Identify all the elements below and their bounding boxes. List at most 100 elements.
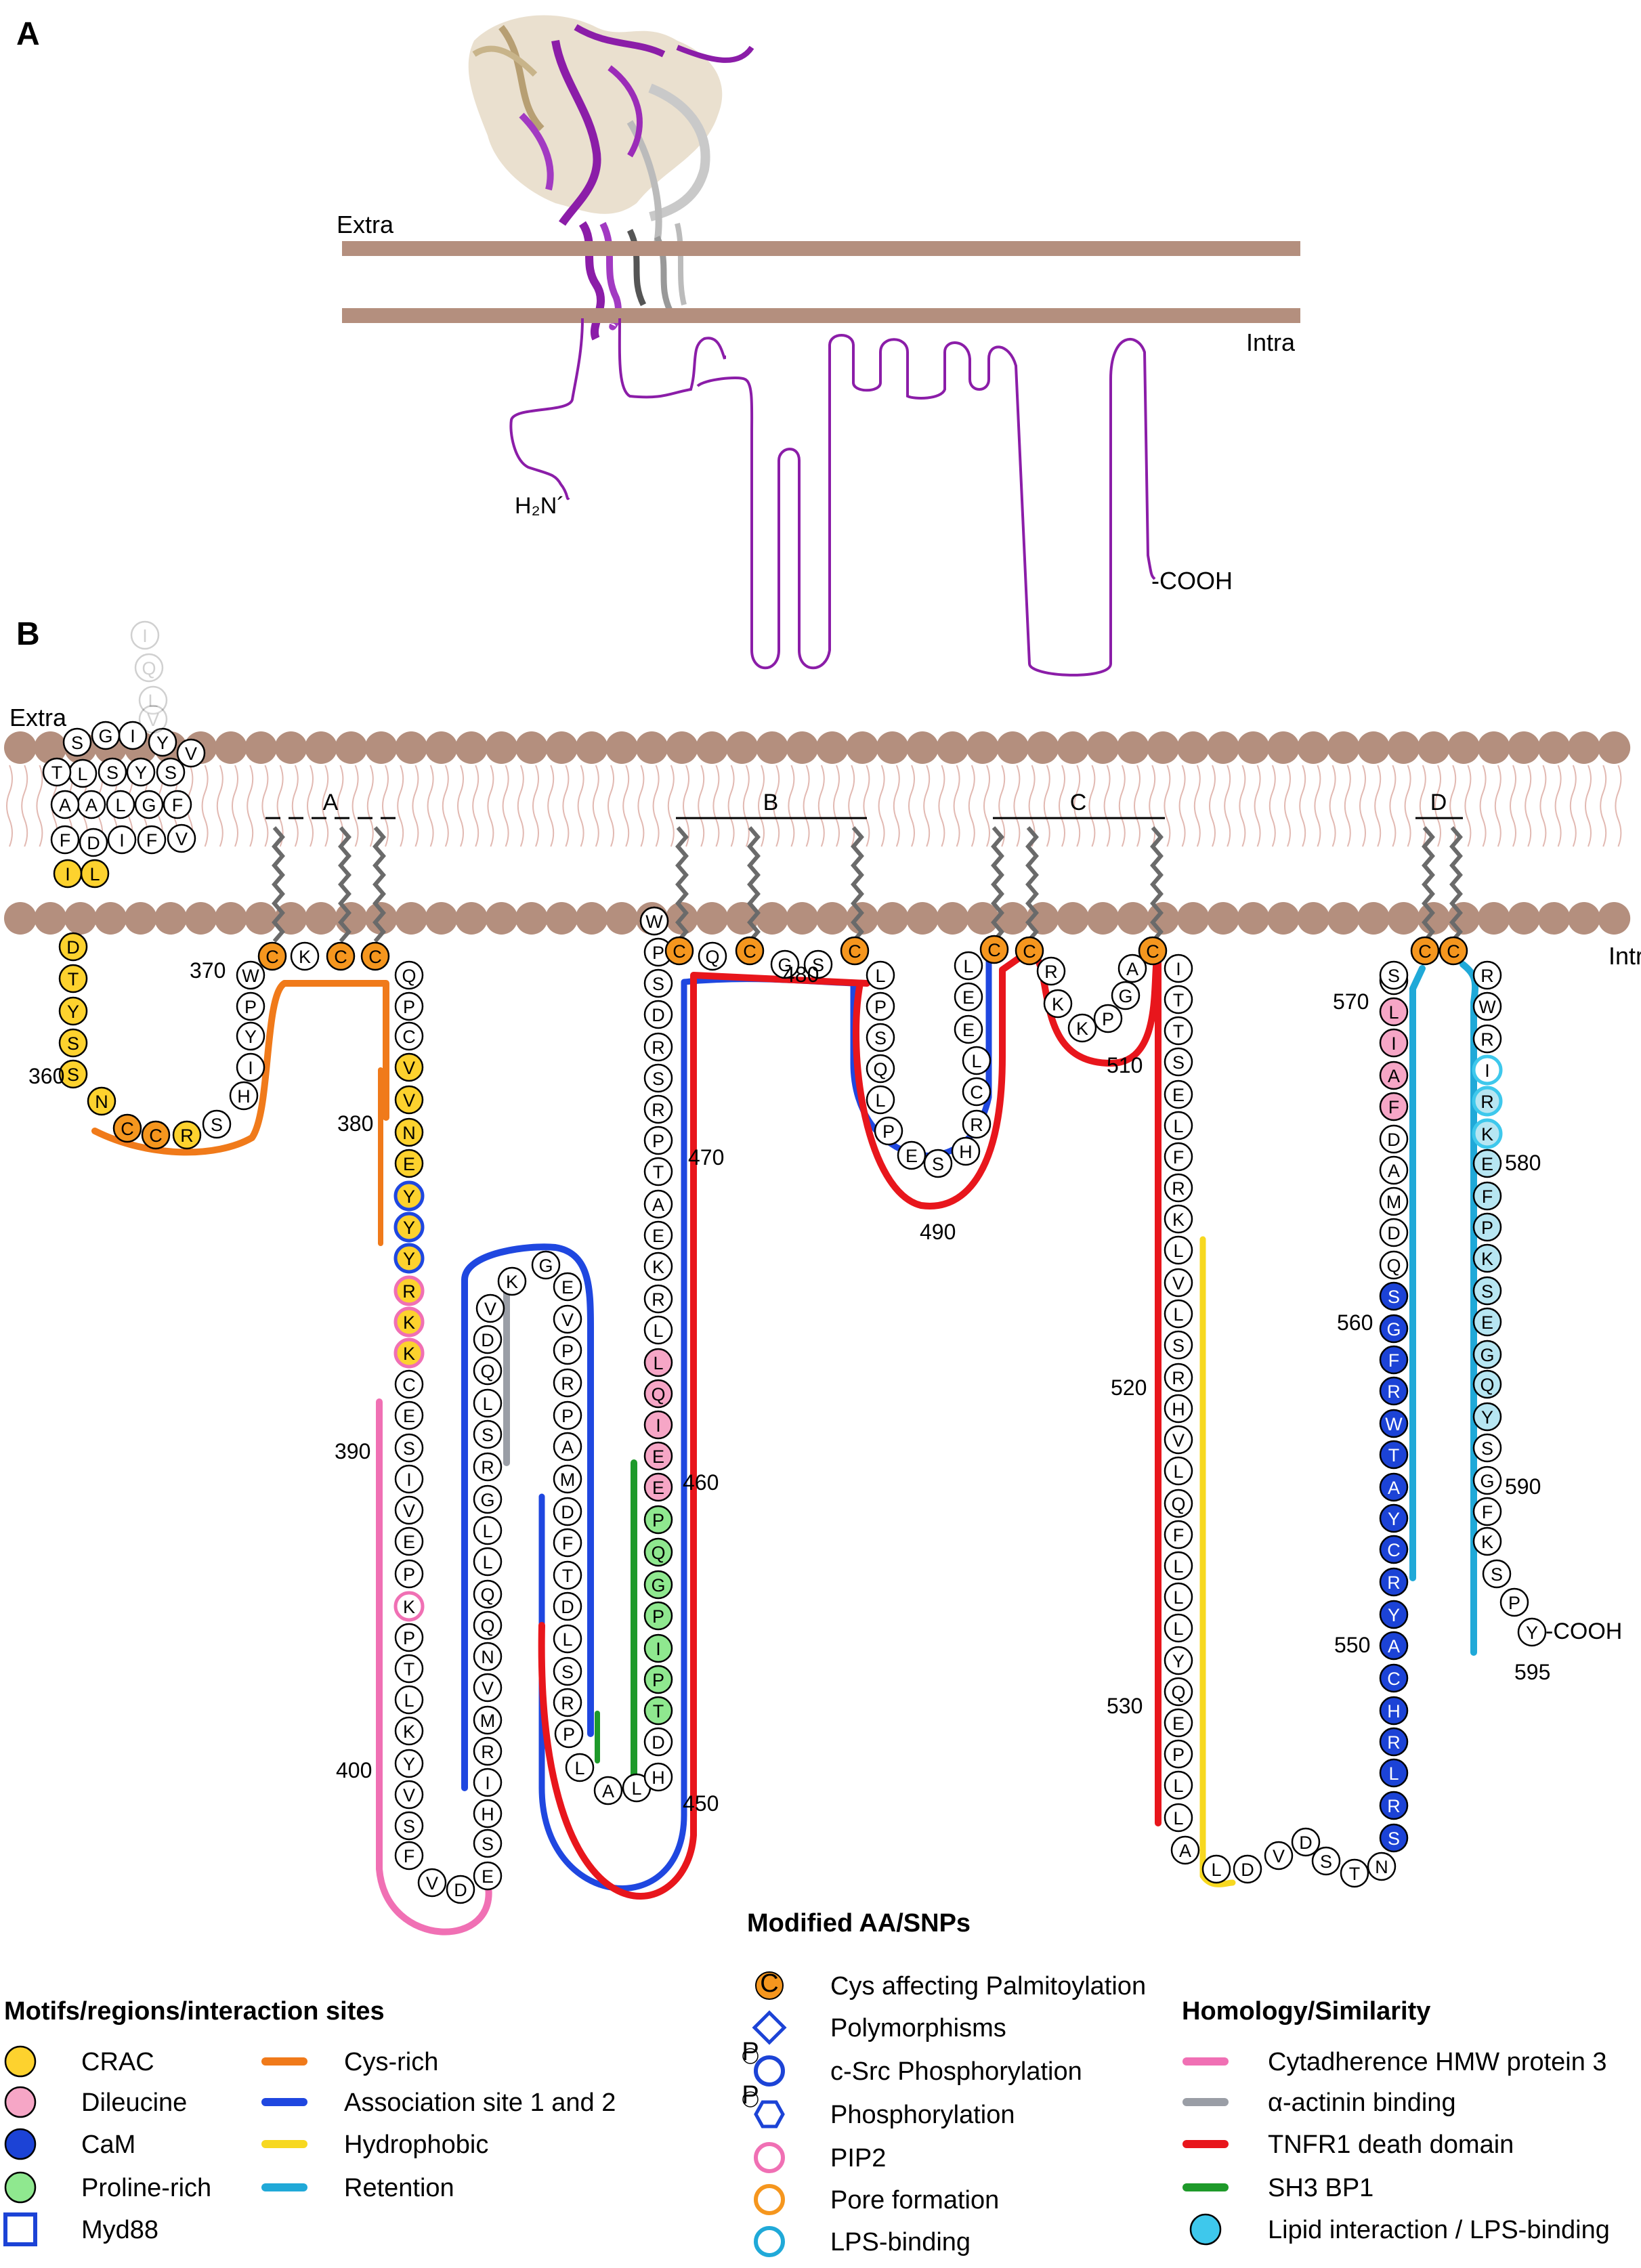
residue: S [1164, 1330, 1193, 1360]
lipid-head [1057, 902, 1089, 935]
lipid-tail [1284, 765, 1291, 847]
residue: Y [1517, 1617, 1547, 1647]
residue: P [394, 1559, 424, 1589]
svg-text:C: C [760, 1969, 778, 1998]
svg-text:K: K [1481, 1532, 1493, 1552]
legend-label: Cytadherence HMW protein 3 [1268, 2048, 1607, 2076]
residue: P [394, 1623, 424, 1652]
residue: I [473, 1768, 503, 1797]
lipid-tail [1554, 765, 1562, 847]
residue: W [236, 960, 265, 990]
svg-text:Y: Y [403, 1754, 415, 1774]
lipid-head [725, 902, 759, 935]
residue: K [1067, 1013, 1097, 1043]
svg-text:K: K [1076, 1019, 1088, 1039]
residue: L [1164, 1803, 1193, 1833]
lipid-head [64, 902, 97, 935]
lipid-tail [382, 765, 389, 847]
residue: F [163, 790, 192, 819]
svg-text:S: S [1388, 1828, 1400, 1849]
residue: D [643, 1727, 673, 1757]
residue: R [1379, 1727, 1409, 1757]
lipid-head [1508, 731, 1540, 764]
residue: H [951, 1136, 981, 1166]
lipid-head [1116, 731, 1149, 764]
legend-label: Association site 1 and 2 [344, 2089, 616, 2117]
svg-text:Q: Q [651, 1384, 665, 1405]
residue: R [1472, 960, 1502, 990]
svg-text:I: I [656, 1415, 661, 1436]
svg-text:R: R [561, 1693, 574, 1713]
svg-text:A: A [602, 1781, 614, 1801]
svg-text:E: E [652, 1478, 664, 1498]
legend-swatch [754, 2100, 785, 2128]
svg-text:E: E [962, 987, 975, 1008]
modified-title: Modified AA/SNPs [747, 1909, 971, 1938]
residue: S [202, 1109, 232, 1139]
legend-swatch [755, 1971, 784, 2000]
svg-text:T: T [1173, 1021, 1185, 1042]
lipid-head [124, 902, 157, 935]
faded-residue: L [138, 685, 168, 715]
residue: L [1164, 1613, 1193, 1643]
residue: Y [393, 1212, 425, 1243]
svg-text:P: P [403, 1628, 415, 1648]
svg-text:V: V [1172, 1273, 1185, 1293]
residue-number-labels: 3603703803904004504604704804905105205305… [28, 958, 1622, 1816]
residue: K [394, 1716, 424, 1746]
svg-text:E: E [561, 1277, 574, 1298]
faded-residue: V [138, 704, 168, 734]
lipid-head [1297, 731, 1330, 764]
svg-text:A: A [1388, 1636, 1400, 1656]
svg-text:L: L [404, 1690, 414, 1711]
residue: E [553, 1272, 582, 1302]
svg-text:C: C [673, 941, 686, 962]
svg-text:Q: Q [1480, 1375, 1494, 1395]
residue: S [803, 949, 833, 979]
svg-text:G: G [777, 955, 792, 975]
residue: C [1438, 936, 1468, 966]
residue: E [954, 982, 983, 1012]
residue-number: 460 [683, 1470, 719, 1495]
residue-number: 550 [1334, 1633, 1370, 1657]
svg-text:S: S [67, 1033, 79, 1054]
residue: C [1410, 936, 1440, 966]
residue: R [553, 1368, 582, 1398]
residue: C [735, 936, 765, 966]
region-line [1409, 965, 1426, 1581]
svg-text:S: S [652, 974, 664, 994]
svg-text:P: P [1481, 1218, 1493, 1238]
lipid-tail [652, 765, 660, 847]
lipid-head [455, 902, 488, 935]
svg-text:K: K [1481, 1124, 1493, 1144]
residue: M [473, 1705, 503, 1735]
region-outlines [91, 947, 1479, 1935]
lipid-tail [1043, 765, 1050, 847]
residue: S [62, 727, 92, 757]
svg-text:W: W [242, 966, 259, 986]
svg-text:N: N [95, 1092, 108, 1112]
svg-text:R: R [1387, 1796, 1401, 1816]
residue: L [1201, 1854, 1231, 1884]
svg-text:P: P [1508, 1593, 1520, 1613]
residue-number: 580 [1505, 1151, 1541, 1175]
svg-text:M: M [560, 1470, 576, 1490]
tm-region-label: B [763, 790, 779, 815]
residue: Q [473, 1610, 503, 1640]
svg-text:D: D [454, 1880, 467, 1900]
residue: Q [698, 941, 727, 971]
legend-label: Proline-rich [81, 2174, 211, 2202]
lipid-head [4, 902, 37, 935]
lipid-tail [1329, 765, 1336, 847]
residue: K [1472, 1526, 1502, 1556]
residue: I [53, 859, 83, 889]
svg-text:P: P [403, 997, 415, 1017]
lipid-head [274, 902, 307, 935]
palmitoyl-chain [1150, 826, 1164, 943]
svg-text:Y: Y [403, 1249, 415, 1269]
svg-text:S: S [874, 1028, 887, 1048]
residue: H [229, 1081, 259, 1111]
residue: F [1379, 1345, 1409, 1375]
lipid-head [966, 902, 999, 935]
svg-text:T: T [1388, 1445, 1400, 1465]
